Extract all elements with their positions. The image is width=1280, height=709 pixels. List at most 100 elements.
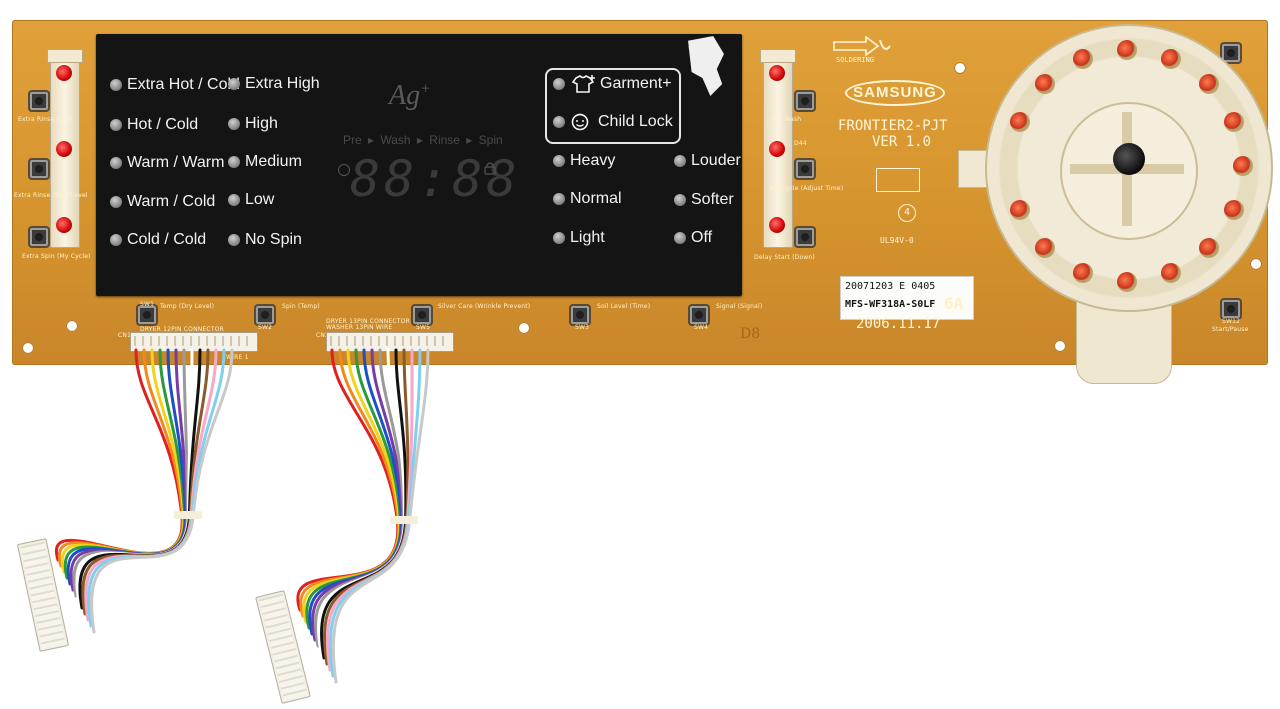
- silk-label: CN1: [118, 332, 132, 339]
- light-pipe-cap: [47, 49, 83, 63]
- option-label: Louder: [691, 152, 741, 169]
- indicator-dot: [674, 155, 686, 167]
- dial-led: [1161, 48, 1182, 69]
- silk-label: CN2: [316, 332, 330, 339]
- option-label: Off: [691, 229, 713, 246]
- option-spin[interactable]: High: [228, 115, 278, 133]
- indicator-dot: [553, 193, 565, 205]
- indicator-dot: [674, 232, 686, 244]
- silk-label: Spin (Temp): [282, 303, 320, 310]
- silk-label: SW2: [258, 324, 273, 331]
- model-line-2: VER 1.0: [872, 134, 932, 150]
- option-temp[interactable]: Hot / Cold: [110, 116, 198, 134]
- tact-switch-spin[interactable]: [256, 306, 274, 324]
- child-face-icon: [571, 113, 589, 131]
- led-indicator: [56, 65, 72, 81]
- indicator-dot: [110, 119, 122, 131]
- option-label: Softer: [691, 191, 734, 208]
- indicator-dot: [553, 232, 565, 244]
- part-number-sticker: 20071203 E 0405 MFS-WF318A-S0LF: [840, 276, 974, 320]
- mounting-hole: [1054, 340, 1066, 352]
- option-soil[interactable]: Heavy: [553, 152, 615, 170]
- option-label: Extra Hot / Cold: [127, 76, 240, 93]
- silk-label: Signal (Signal): [716, 303, 763, 310]
- silk-label: Temp (Dry Level): [160, 303, 215, 310]
- tact-switch-start[interactable]: [1222, 300, 1240, 318]
- wire: [60, 348, 186, 574]
- option-temp[interactable]: Cold / Cold: [110, 231, 206, 249]
- tact-switch[interactable]: [1222, 44, 1240, 62]
- option-spin[interactable]: Low: [228, 191, 274, 209]
- indicator-dot: [674, 194, 686, 206]
- option-label: Medium: [245, 153, 302, 170]
- option-spin[interactable]: No Spin: [228, 231, 302, 249]
- option-signal[interactable]: Off: [674, 229, 712, 247]
- dial-led: [1117, 40, 1137, 60]
- dial-led: [1117, 272, 1137, 292]
- option-temp[interactable]: Extra Hot / Cold: [110, 76, 240, 94]
- cable-tie: [174, 511, 202, 519]
- indicator-dot: [553, 78, 565, 90]
- sticker-line-1: 20071203 E 0405: [845, 281, 936, 292]
- option-soil[interactable]: Normal: [553, 190, 622, 208]
- light-pipe-right: [760, 49, 796, 248]
- silk-label: Extra Spin (My Cycle): [22, 253, 91, 260]
- silk-label: Soil Level (Time): [597, 303, 651, 310]
- light-pipe-cap: [760, 49, 796, 63]
- tact-switch[interactable]: [796, 92, 814, 110]
- indicator-dot: [110, 157, 122, 169]
- option-label: Light: [570, 229, 605, 246]
- led-indicator: [56, 141, 72, 157]
- option-spin[interactable]: Medium: [228, 153, 302, 171]
- tact-switch[interactable]: [30, 160, 48, 178]
- silk-label: SW1: [140, 301, 155, 308]
- dryer-12pin-connector: [130, 332, 258, 352]
- tact-switch[interactable]: [30, 228, 48, 246]
- option-label: Child Lock: [598, 113, 673, 130]
- arrow-logo-icon: [833, 36, 891, 57]
- dial-led: [1233, 156, 1253, 176]
- option-signal[interactable]: Louder: [674, 152, 741, 170]
- model-line-1: FRONTIER2-PJT: [838, 118, 948, 134]
- silk-label: SW5: [416, 324, 431, 331]
- option-temp[interactable]: Warm / Cold: [110, 193, 215, 211]
- mounting-hole: [518, 322, 530, 334]
- wire: [90, 348, 234, 634]
- option-label: Normal: [570, 190, 622, 207]
- dial-led: [1072, 263, 1093, 284]
- tact-switch[interactable]: [30, 92, 48, 110]
- indicator-dot: [228, 234, 240, 246]
- option-signal[interactable]: Softer: [674, 191, 734, 209]
- option-temp[interactable]: Warm / Warm: [110, 154, 224, 172]
- tact-switch[interactable]: [796, 228, 814, 246]
- control-panel-overlay: [96, 34, 742, 296]
- tact-switch-temp[interactable]: [138, 306, 156, 324]
- tact-switch-silver-care[interactable]: [413, 306, 431, 324]
- option-spin[interactable]: Extra High: [228, 75, 320, 93]
- indicator-dot: [553, 116, 565, 128]
- mounting-hole: [22, 342, 34, 354]
- silk-label: Pre Wash: [772, 116, 802, 123]
- silk-label: My Cycle (Adjust Time): [770, 185, 844, 192]
- silk-label: D44: [794, 140, 807, 147]
- option-soil[interactable]: Light: [553, 229, 605, 247]
- tact-switch-signal[interactable]: [690, 306, 708, 324]
- option-garment-plus[interactable]: Garment+: [553, 75, 672, 93]
- dial-led: [1072, 48, 1093, 69]
- clock-icon: [338, 164, 350, 176]
- option-label: Warm / Warm: [127, 154, 225, 171]
- handwritten-mark: D8: [740, 326, 761, 342]
- jumper-table: [876, 168, 920, 192]
- option-child-lock[interactable]: Child Lock: [553, 113, 673, 131]
- silk-label: WIRE 1: [226, 354, 249, 361]
- tact-switch[interactable]: [796, 160, 814, 178]
- dial-led: [1199, 238, 1220, 259]
- dial-led: [1009, 200, 1030, 221]
- dial-led: [1224, 200, 1245, 221]
- silk-label: Extra Rinse (Dry) Level: [14, 192, 88, 199]
- tact-switch-soil[interactable]: [571, 306, 589, 324]
- indicator-dot: [110, 79, 122, 91]
- option-label: High: [245, 115, 278, 132]
- wire: [331, 348, 430, 684]
